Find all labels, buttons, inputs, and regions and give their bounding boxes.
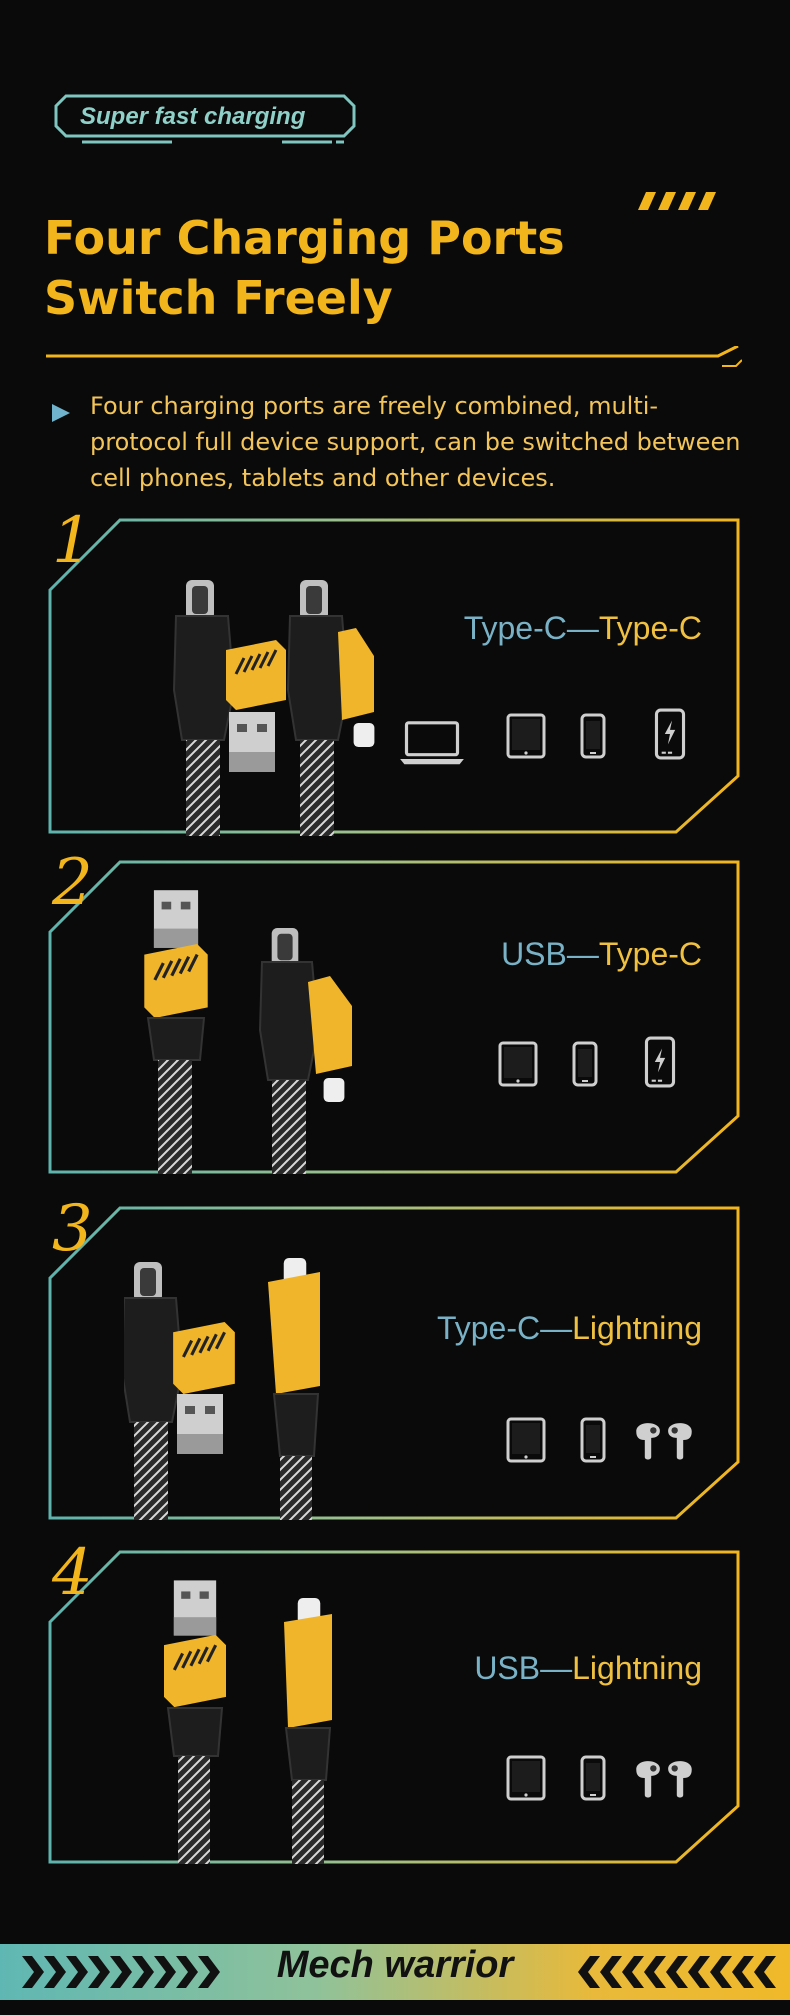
power-bank-icon bbox=[654, 708, 686, 760]
stripe-decoration bbox=[638, 192, 716, 210]
phone-icon bbox=[580, 1755, 606, 1801]
panel-3: 3 Type-C—Lightning bbox=[48, 1192, 740, 1524]
phone-icon bbox=[580, 1417, 606, 1463]
port-combination-title: USB—Type-C bbox=[501, 936, 702, 973]
panel-frame bbox=[48, 1550, 740, 1864]
badge-label: Super fast charging bbox=[80, 103, 306, 130]
panel-frame bbox=[48, 1206, 740, 1520]
phone-icon bbox=[572, 1041, 598, 1087]
tablet-icon bbox=[498, 1041, 538, 1087]
laptop-icon bbox=[398, 721, 466, 766]
port-combination-title: USB—Lightning bbox=[474, 1650, 702, 1687]
tablet-icon bbox=[506, 713, 546, 759]
port-separator: — bbox=[540, 1650, 573, 1686]
title-underline bbox=[46, 346, 742, 367]
panel-number: 1 bbox=[52, 504, 93, 578]
chevrons-right-icon bbox=[22, 1956, 220, 1988]
panel-number: 3 bbox=[52, 1192, 93, 1266]
port-to: Lightning bbox=[572, 1650, 702, 1686]
port-combination-title: Type-C—Lightning bbox=[437, 1310, 702, 1347]
port-to: Type-C bbox=[598, 610, 702, 646]
cable-image bbox=[124, 1258, 320, 1520]
port-from: Type-C bbox=[436, 1310, 541, 1346]
description-text: Four charging ports are freely combined,… bbox=[90, 392, 741, 492]
port-from: USB bbox=[474, 1650, 541, 1686]
panel-frame bbox=[48, 860, 740, 1174]
cable-image bbox=[172, 580, 375, 836]
earbuds-icon bbox=[636, 1761, 692, 1798]
page-title-line-1: Four Charging Ports bbox=[44, 211, 565, 265]
earbuds-icon bbox=[636, 1423, 692, 1460]
port-separator: — bbox=[566, 610, 599, 646]
play-triangle-icon bbox=[52, 404, 70, 422]
panel-frame bbox=[48, 518, 740, 834]
port-combination-title: Type-C—Type-C bbox=[464, 610, 702, 647]
panel-number: 2 bbox=[52, 846, 93, 920]
port-to: Type-C bbox=[598, 936, 702, 972]
port-to: Lightning bbox=[572, 1310, 702, 1346]
port-from: USB bbox=[501, 936, 567, 972]
port-separator: — bbox=[540, 1310, 573, 1346]
cable-image bbox=[144, 890, 352, 1174]
port-from: Type-C bbox=[463, 610, 567, 646]
footer-title: Mech warrior bbox=[276, 1944, 514, 1986]
power-bank-icon bbox=[644, 1036, 676, 1088]
port-separator: — bbox=[566, 936, 599, 972]
panel-2: 2 USB—Type-C bbox=[48, 846, 740, 1178]
phone-icon bbox=[580, 713, 606, 759]
chevrons-left-icon bbox=[578, 1956, 776, 1988]
panel-number: 4 bbox=[52, 1536, 93, 1610]
badge-frame bbox=[54, 94, 356, 144]
tablet-icon bbox=[506, 1417, 546, 1463]
page-title-line-2: Switch Freely bbox=[44, 271, 393, 325]
panel-1: 1 Type-C—Type-C bbox=[48, 504, 740, 838]
cable-image bbox=[164, 1580, 332, 1864]
panel-4: 4 USB—Lightning bbox=[48, 1536, 740, 1868]
tablet-icon bbox=[506, 1755, 546, 1801]
